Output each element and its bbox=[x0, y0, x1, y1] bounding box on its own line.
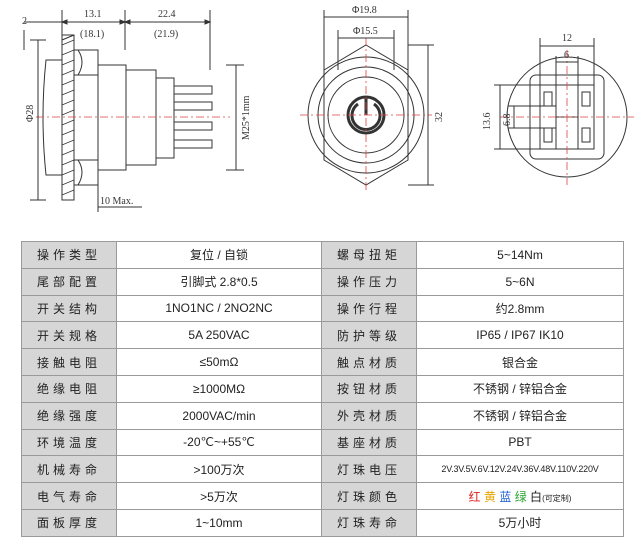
spec-value-led-voltage: 2V.3V.5V.6V.12V.24V.36V.48V.110V.220V bbox=[416, 455, 624, 484]
table-row: 绝缘强度 2000VAC/min 外壳材质 不锈钢 / 锌铝合金 bbox=[21, 401, 624, 430]
spec-label: 机械寿命 bbox=[21, 455, 117, 484]
dim-back-6: 6 bbox=[564, 50, 569, 61]
spec-value: 复位 / 自锁 bbox=[116, 241, 322, 269]
spec-value: 约2.8mm bbox=[416, 294, 624, 323]
spec-value: 不锈钢 / 锌铝合金 bbox=[416, 374, 624, 403]
spec-label: 灯珠寿命 bbox=[321, 508, 417, 537]
table-row: 环境温度 -20℃~+55℃ 基座材质 PBT bbox=[21, 428, 624, 457]
spec-value: 5~14Nm bbox=[416, 241, 624, 269]
spec-value: IP65 / IP67 IK10 bbox=[416, 321, 624, 350]
dim-side-21-9: (21.9) bbox=[154, 29, 178, 40]
spec-value: 1NO1NC / 2NO2NC bbox=[116, 294, 322, 323]
dim-side-10max: 10 Max. bbox=[100, 196, 133, 207]
dim-side-22-4: 22.4 bbox=[158, 9, 176, 20]
spec-value: >100万次 bbox=[116, 455, 322, 484]
spec-table-body: 操作类型 复位 / 自锁 螺母扭矩 5~14Nm 尾部配置 引脚式 2.8*0.… bbox=[21, 241, 624, 537]
dim-side-2: 2 bbox=[22, 16, 27, 27]
table-row: 操作类型 复位 / 自锁 螺母扭矩 5~14Nm bbox=[21, 241, 624, 269]
spec-value: 5A 250VAC bbox=[116, 321, 322, 350]
led-color-note: (可定制) bbox=[542, 493, 572, 503]
spec-value: 不锈钢 / 锌铝合金 bbox=[416, 401, 624, 430]
table-row: 开关结构 1NO1NC / 2NO2NC 操作行程 约2.8mm bbox=[21, 294, 624, 323]
dim-front-19-8: Φ19.8 bbox=[352, 5, 377, 16]
dim-side-thread: M25*1mm bbox=[241, 95, 252, 140]
spec-value: 5~6N bbox=[416, 267, 624, 296]
spec-value: PBT bbox=[416, 428, 624, 457]
spec-value: 引脚式 2.8*0.5 bbox=[116, 267, 322, 296]
spec-value: 银合金 bbox=[416, 348, 624, 376]
table-row: 开关规格 5A 250VAC 防护等级 IP65 / IP67 IK10 bbox=[21, 321, 624, 350]
dim-side-diameter: Φ28 bbox=[25, 105, 36, 122]
dim-front-15-5: Φ15.5 bbox=[353, 26, 378, 37]
spec-label: 接触电阻 bbox=[21, 348, 117, 376]
spec-label: 面板厚度 bbox=[21, 508, 117, 537]
dim-front-32: 32 bbox=[434, 112, 445, 122]
back-view-drawing bbox=[494, 38, 634, 185]
spec-label: 电气寿命 bbox=[21, 482, 117, 510]
spec-value: ≤50mΩ bbox=[116, 348, 322, 376]
led-color-blue: 蓝 bbox=[499, 489, 512, 504]
led-color-red: 红 bbox=[468, 489, 481, 504]
spec-label: 螺母扭矩 bbox=[321, 241, 417, 269]
spec-label: 防护等级 bbox=[321, 321, 417, 350]
dim-side-18-1: (18.1) bbox=[80, 29, 104, 40]
dim-back-6-8: 6.8 bbox=[502, 114, 513, 127]
table-row: 面板厚度 1~10mm 灯珠寿命 5万小时 bbox=[21, 508, 624, 537]
spec-label: 开关结构 bbox=[21, 294, 117, 323]
dim-back-12: 12 bbox=[562, 33, 572, 44]
led-color-yellow: 黄 bbox=[483, 489, 496, 504]
spec-label: 操作压力 bbox=[321, 267, 417, 296]
spec-label: 绝缘电阻 bbox=[21, 374, 117, 403]
spec-label: 外壳材质 bbox=[321, 401, 417, 430]
spec-label: 基座材质 bbox=[321, 428, 417, 457]
spec-value-led-colors: 红 黄 蓝 绿 白(可定制) bbox=[416, 482, 624, 510]
spec-table: 操作类型 复位 / 自锁 螺母扭矩 5~14Nm 尾部配置 引脚式 2.8*0.… bbox=[21, 241, 624, 537]
table-row: 尾部配置 引脚式 2.8*0.5 操作压力 5~6N bbox=[21, 267, 624, 296]
table-row: 绝缘电阻 ≥1000MΩ 按钮材质 不锈钢 / 锌铝合金 bbox=[21, 374, 624, 403]
dim-back-13-6: 13.6 bbox=[482, 113, 493, 131]
dim-side-13-1: 13.1 bbox=[84, 9, 102, 20]
table-row: 电气寿命 >5万次 灯珠颜色 红 黄 蓝 绿 白(可定制) bbox=[21, 482, 624, 510]
front-view-drawing bbox=[300, 10, 434, 190]
led-color-green: 绿 bbox=[514, 489, 527, 504]
spec-value: 1~10mm bbox=[116, 508, 322, 537]
spec-label: 触点材质 bbox=[321, 348, 417, 376]
spec-value: 5万小时 bbox=[416, 508, 624, 537]
spec-label: 尾部配置 bbox=[21, 267, 117, 296]
table-row: 机械寿命 >100万次 灯珠电压 2V.3V.5V.6V.12V.24V.36V… bbox=[21, 455, 624, 484]
spec-label: 操作行程 bbox=[321, 294, 417, 323]
led-color-white: 白 bbox=[530, 489, 543, 504]
spec-label: 操作类型 bbox=[21, 241, 117, 269]
spec-label: 灯珠电压 bbox=[321, 455, 417, 484]
spec-value: 2000VAC/min bbox=[116, 401, 322, 430]
technical-drawings: 2 13.1 (18.1) 22.4 (21.9) Φ28 M25*1mm 10… bbox=[22, 5, 634, 212]
spec-label: 灯珠颜色 bbox=[321, 482, 417, 510]
spec-label: 按钮材质 bbox=[321, 374, 417, 403]
spec-label: 环境温度 bbox=[21, 428, 117, 457]
spec-label: 绝缘强度 bbox=[21, 401, 117, 430]
table-row: 接触电阻 ≤50mΩ 触点材质 银合金 bbox=[21, 348, 624, 376]
side-view-drawing bbox=[23, 10, 244, 212]
spec-value: -20℃~+55℃ bbox=[116, 428, 322, 457]
spec-value: ≥1000MΩ bbox=[116, 374, 322, 403]
spec-value: >5万次 bbox=[116, 482, 322, 510]
spec-label: 开关规格 bbox=[21, 321, 117, 350]
